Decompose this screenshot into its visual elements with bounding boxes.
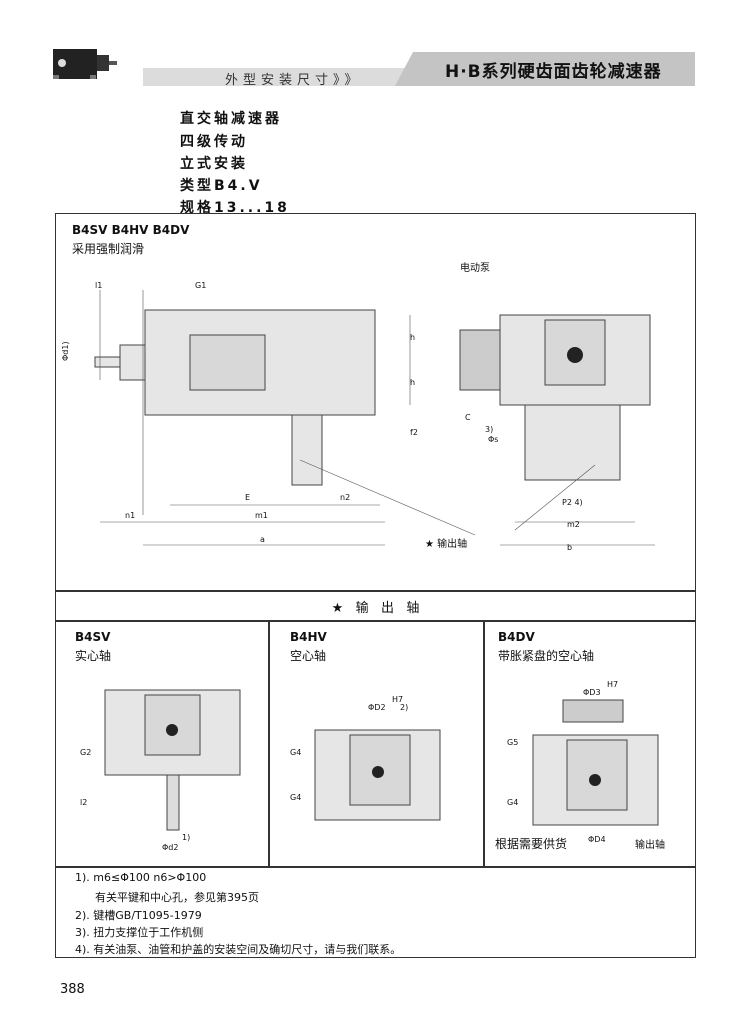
dim-m1: m1 — [255, 511, 268, 520]
page-title: H·B系列硬齿面齿轮减速器 — [445, 62, 662, 82]
dim-h: h — [410, 333, 415, 342]
supply-note: 根据需要供货 — [495, 837, 568, 851]
dim-b: b — [567, 543, 572, 552]
svg-text:l2: l2 — [80, 798, 87, 807]
dim-P2: P2 4) — [562, 498, 583, 507]
main-drawing: l1 G1 Φd1) h h f2 E n2 n1 m1 a C 3) Φs P… — [61, 281, 655, 552]
svg-text:1): 1) — [182, 833, 190, 842]
product-thumbnail — [50, 45, 118, 81]
dim-E: E — [245, 493, 250, 502]
b4sv-drawing: G2 l2 Φd2 1) — [80, 689, 241, 852]
svg-text:H7: H7 — [392, 695, 403, 704]
footnote: 2). 键槽GB/T1095-1979 — [75, 909, 202, 922]
divider — [55, 620, 696, 622]
dim-a: a — [260, 535, 265, 544]
spec-line: 立式安装 — [180, 156, 248, 172]
dim-D4: ΦD4 — [588, 835, 606, 844]
dim-h: h — [410, 378, 415, 387]
dim-3: 3) — [485, 425, 493, 434]
divider — [268, 620, 270, 866]
svg-text:Φd2: Φd2 — [162, 843, 178, 852]
variant-desc: 带胀紧盘的空心轴 — [498, 649, 595, 663]
spec-line: 直交轴减速器 — [180, 111, 282, 127]
spec-line: 四级传动 — [180, 134, 248, 150]
svg-text:G4: G4 — [290, 793, 301, 802]
svg-text:G5: G5 — [507, 738, 518, 747]
svg-text:H7: H7 — [607, 680, 618, 689]
spec-line: 类型B4.V — [180, 178, 263, 194]
divider — [55, 590, 696, 592]
svg-text:2): 2) — [400, 703, 408, 712]
section-title: 外型安装尺寸》》 — [225, 73, 363, 88]
variant-code: B4DV — [498, 630, 535, 644]
footnote: 3). 扭力支撑位于工作机侧 — [75, 926, 204, 939]
svg-text:G4: G4 — [507, 798, 518, 807]
dim-f2: f2 — [410, 428, 418, 437]
dim-m2: m2 — [567, 520, 580, 529]
dim-G1: G1 — [195, 281, 206, 290]
output-shaft-row-title: ★ 输 出 轴 — [331, 601, 420, 616]
lubrication-label: 采用强制润滑 — [72, 242, 145, 256]
output-shaft-label: 输出轴 — [635, 840, 665, 851]
svg-text:G4: G4 — [290, 748, 301, 757]
dim-d1: Φd1) — [61, 341, 70, 361]
variant-code: B4SV — [75, 630, 111, 644]
footnote: 1). m6≤Φ100 n6>Φ100 — [75, 871, 207, 884]
dim-n2: n2 — [340, 493, 350, 502]
page-number: 388 — [60, 982, 85, 997]
variant-desc: 实心轴 — [75, 649, 112, 663]
dim-l1: l1 — [95, 281, 102, 290]
svg-text:ΦD3: ΦD3 — [583, 688, 601, 697]
divider — [483, 620, 485, 866]
types-label: B4SV B4HV B4DV — [72, 223, 190, 237]
dim-C: C — [465, 413, 471, 422]
footnote: 有关平键和中心孔，参见第395页 — [95, 891, 259, 904]
pump-label: 电动泵 — [460, 263, 490, 274]
variant-desc: 空心轴 — [290, 649, 327, 663]
dim-n1: n1 — [125, 511, 135, 520]
svg-text:ΦD2: ΦD2 — [368, 703, 386, 712]
drawing-frame — [55, 213, 696, 958]
footnote: 4). 有关油泵、油管和护盖的安装空间及确切尺寸，请与我们联系。 — [75, 943, 402, 956]
output-shaft-label: ★ 输出轴 — [425, 539, 468, 550]
spec-line: 规格13...18 — [180, 200, 290, 216]
variant-code: B4HV — [290, 630, 327, 644]
dim-s: Φs — [488, 435, 498, 444]
svg-text:G2: G2 — [80, 748, 91, 757]
header-title-band — [395, 52, 695, 86]
divider — [55, 866, 696, 868]
